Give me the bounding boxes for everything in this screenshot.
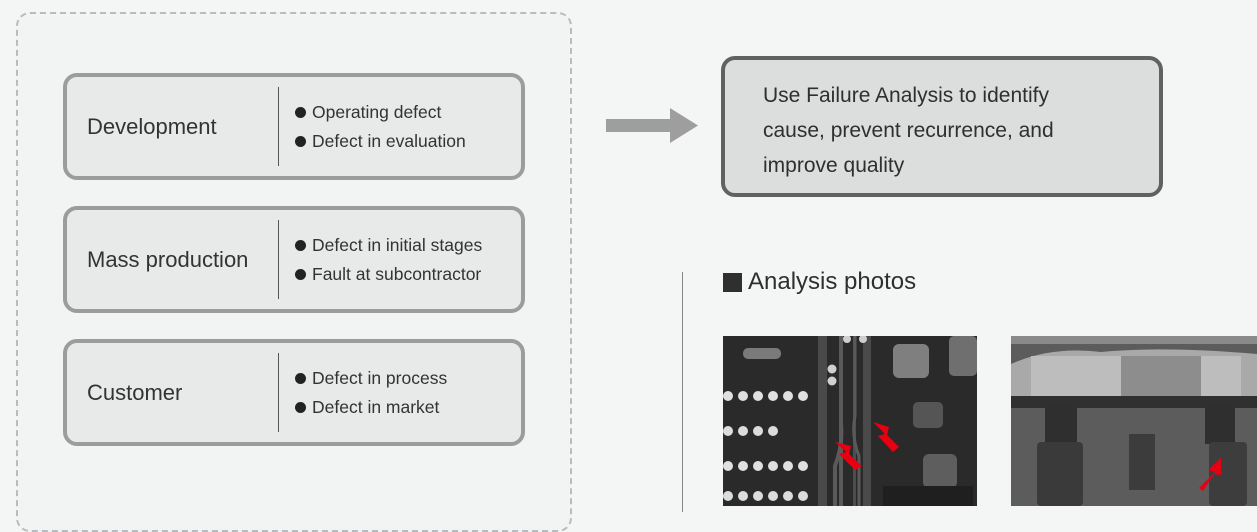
defect-list: Defect in initial stages Fault at subcon… [295,210,482,309]
bullet-icon [295,239,306,251]
divider [278,220,279,299]
divider [278,87,279,166]
chip-package-cross-section-photo [1011,336,1257,506]
bullet-icon [295,135,306,147]
list-item-label: Defect in process [312,367,448,388]
list-item-label: Defect in market [312,396,440,417]
photos-heading-label: Analysis photos [748,268,917,295]
circuit-board-xray-photo [723,336,977,506]
list-item-label: Defect in evaluation [312,130,466,151]
list-item-label: Defect in initial stages [312,234,483,255]
square-bullet-icon [723,272,742,292]
result-line: Use Failure Analysis to identify [763,84,1049,107]
divider [278,353,279,432]
list-item-label: Operating defect [312,101,442,122]
bullet-icon [295,268,306,280]
list-item: Defect in initial stages [295,235,482,256]
list-item: Defect in process [295,368,447,389]
stage-title: Customer [87,379,183,405]
bullet-icon [295,106,306,118]
stage-title: Development [87,113,217,139]
list-item: Defect in evaluation [295,131,466,152]
defect-list: Operating defect Defect in evaluation [295,77,466,176]
list-item: Defect in market [295,397,447,418]
list-item-label: Fault at subcontractor [312,263,482,284]
bullet-icon [295,401,306,413]
stage-development: Development Operating defect Defect in e… [63,73,525,180]
defect-list: Defect in process Defect in market [295,343,447,442]
stage-mass-production: Mass production Defect in initial stages… [63,206,525,313]
section-divider [682,272,683,512]
result-line: cause, prevent recurrence, and [763,119,1054,142]
list-item: Fault at subcontractor [295,264,482,285]
failure-analysis-box: Use Failure Analysis to identify cause, … [721,56,1163,197]
photos-heading: Analysis photos [723,268,916,296]
bullet-icon [295,372,306,384]
right-arrow-icon [606,108,698,143]
stage-customer: Customer Defect in process Defect in mar… [63,339,525,446]
list-item: Operating defect [295,102,466,123]
result-line: improve quality [763,154,905,177]
stage-title: Mass production [87,246,249,272]
